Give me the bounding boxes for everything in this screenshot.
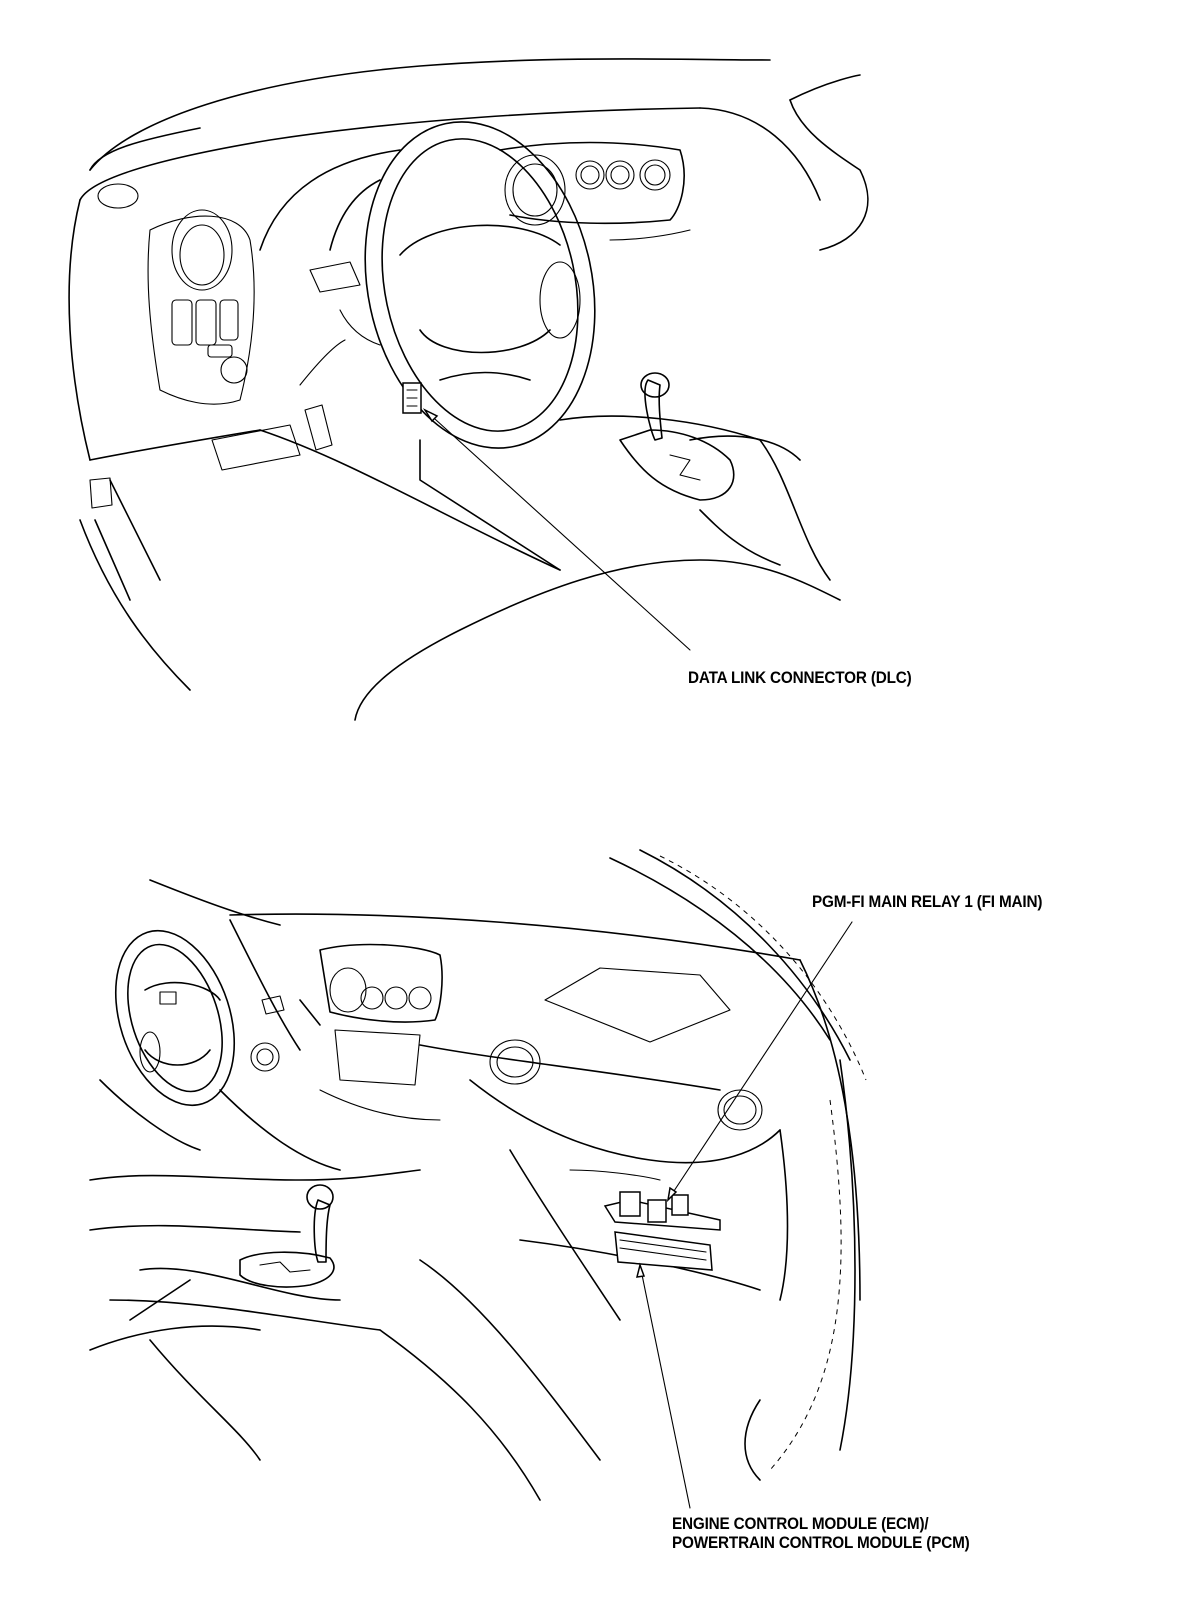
driver-dashboard-illustration bbox=[68, 58, 869, 721]
callout-ecm-line-1: ENGINE CONTROL MODULE (ECM)/ bbox=[672, 1514, 929, 1533]
passenger-dashboard-illustration bbox=[89, 849, 867, 1509]
callout-data-link-connector: DATA LINK CONNECTOR (DLC) bbox=[688, 668, 912, 687]
callout-pgm-fi-main-relay: PGM-FI MAIN RELAY 1 (FI MAIN) bbox=[812, 892, 1043, 911]
fi-main-relay-shape bbox=[619, 1191, 689, 1223]
callout-pcm-line-2: POWERTRAIN CONTROL MODULE (PCM) bbox=[672, 1533, 970, 1552]
